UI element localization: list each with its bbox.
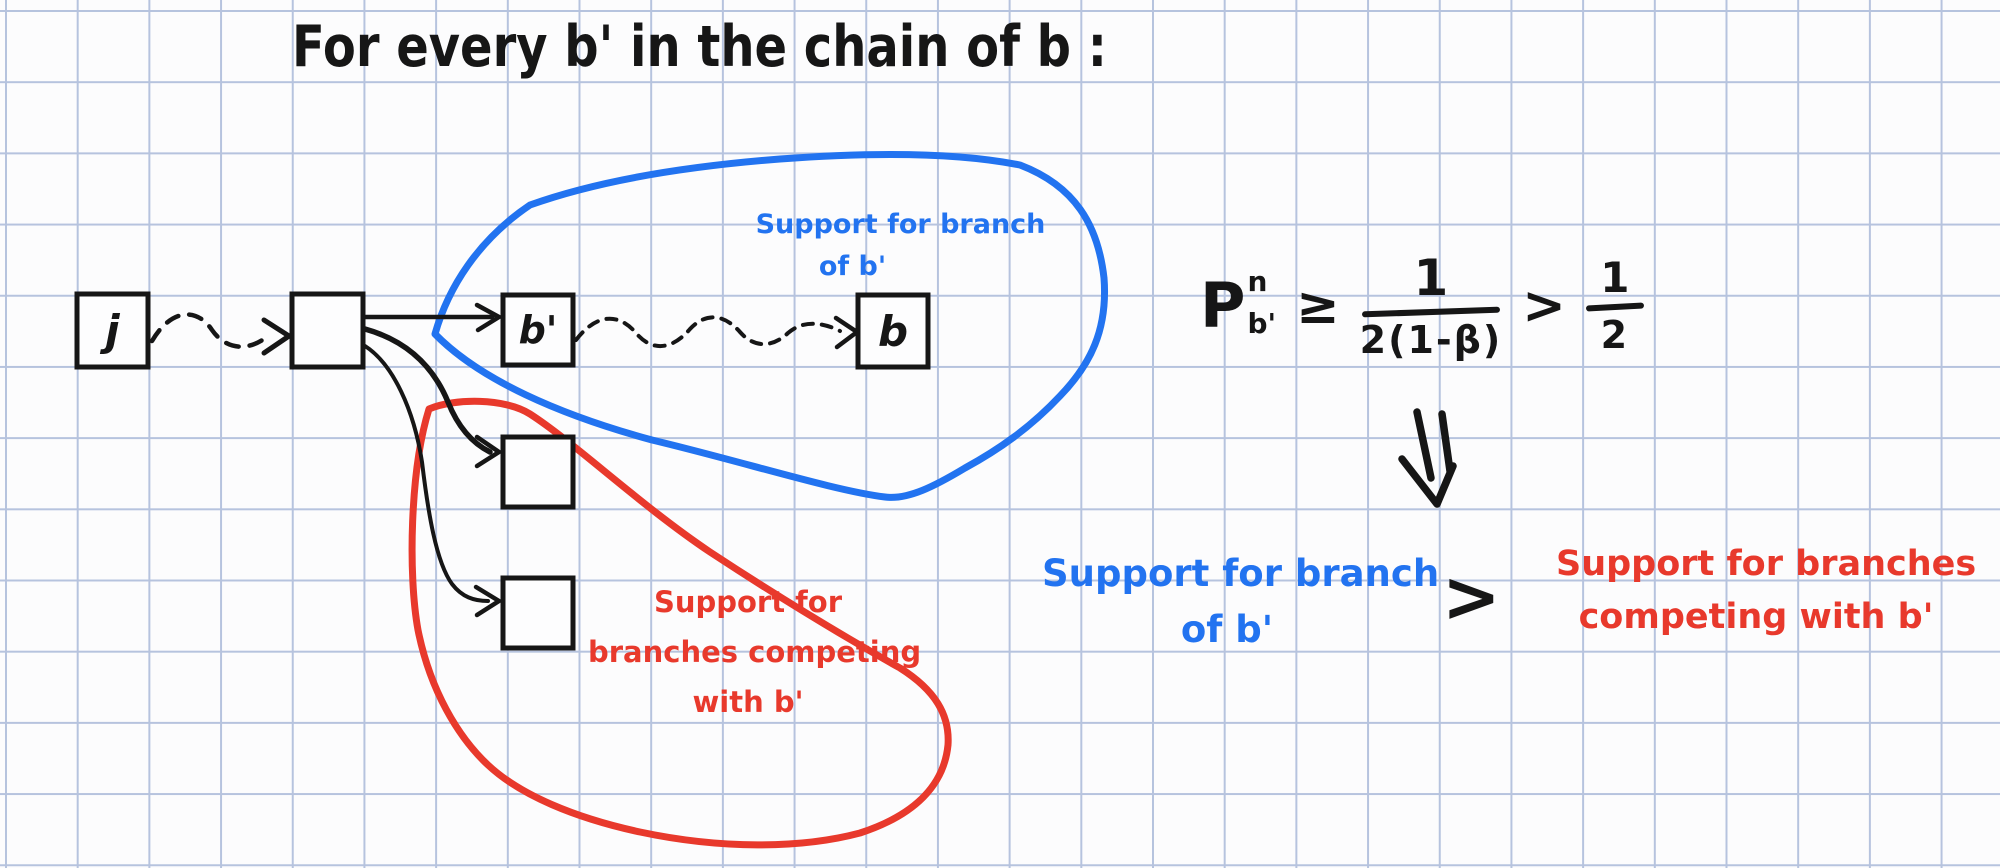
- red-region-label-line1: Support for: [653, 585, 843, 619]
- formula-frac2-denominator: 2: [1600, 313, 1630, 358]
- formula-frac1-bar: [1361, 306, 1501, 317]
- node-box-b-prime: [500, 292, 576, 368]
- formula-frac1-denominator: 2(1-β): [1359, 317, 1503, 362]
- arrow-parent-to-competing-1: [362, 326, 502, 469]
- formula-frac2-bar: [1585, 302, 1644, 312]
- red-region-label-line2: branches competing: [588, 634, 922, 669]
- node-label-b-prime: b': [518, 308, 558, 352]
- arrow-b-prime-to-b: [574, 315, 860, 350]
- formula-gt-sign: >: [1522, 276, 1566, 337]
- red-region-label-line3: with b': [692, 684, 804, 719]
- formula-superscript-n: n: [1247, 265, 1268, 299]
- blue-region-label: Support for branch of b': [748, 204, 1053, 288]
- conclusion-red-line1: Support for branches: [1556, 544, 1977, 584]
- formula-frac2-numerator: 1: [1600, 253, 1630, 303]
- formula-fraction-2: 1 2: [1585, 253, 1644, 358]
- conclusion-blue-line2: of b': [1180, 607, 1274, 651]
- arrow-parent-to-competing-2: [363, 344, 502, 618]
- page-title: For every b' in the chain of b :: [292, 14, 1107, 81]
- node-label-parent: [292, 294, 363, 367]
- conclusion-blue-line1: Support for branch: [1042, 552, 1440, 595]
- conclusion-blue-term: Support for branch of b': [1042, 546, 1440, 657]
- node-box-competing-1: [500, 434, 576, 510]
- formula-fraction-1: 1 2(1-β): [1360, 252, 1503, 360]
- conclusion-red-term: Support for branches competing with b': [1556, 538, 1977, 643]
- probability-formula: P n b' ≥ 1 2(1-β) > 1 2: [1200, 252, 1644, 360]
- implies-double-down-arrow-icon: [1398, 408, 1457, 508]
- blue-region-outline: [431, 150, 1109, 501]
- conclusion-gt-sign: >: [1442, 556, 1501, 638]
- red-region-label: Support for branches competing with b': [588, 578, 922, 728]
- blue-region-label-line2: of b': [818, 250, 887, 282]
- node-label-b: b: [877, 306, 909, 356]
- formula-p-term: P n b': [1200, 268, 1277, 343]
- formula-geq-sign: ≥: [1296, 276, 1340, 337]
- node-box-j: [74, 291, 151, 370]
- formula-subscript-b-prime: b': [1247, 307, 1277, 341]
- arrow-parent-to-b-prime: [361, 302, 502, 333]
- node-label-j: j: [105, 306, 120, 355]
- formula-p-symbol: P: [1200, 269, 1246, 343]
- arrow-j-to-parent: [149, 312, 292, 356]
- node-box-competing-2: [500, 575, 576, 651]
- blue-region-label-line1: Support for branch: [755, 209, 1046, 240]
- red-region-outline: [408, 397, 952, 849]
- conclusion-red-line2: competing with b': [1578, 596, 1934, 637]
- formula-frac1-numerator: 1: [1413, 249, 1449, 307]
